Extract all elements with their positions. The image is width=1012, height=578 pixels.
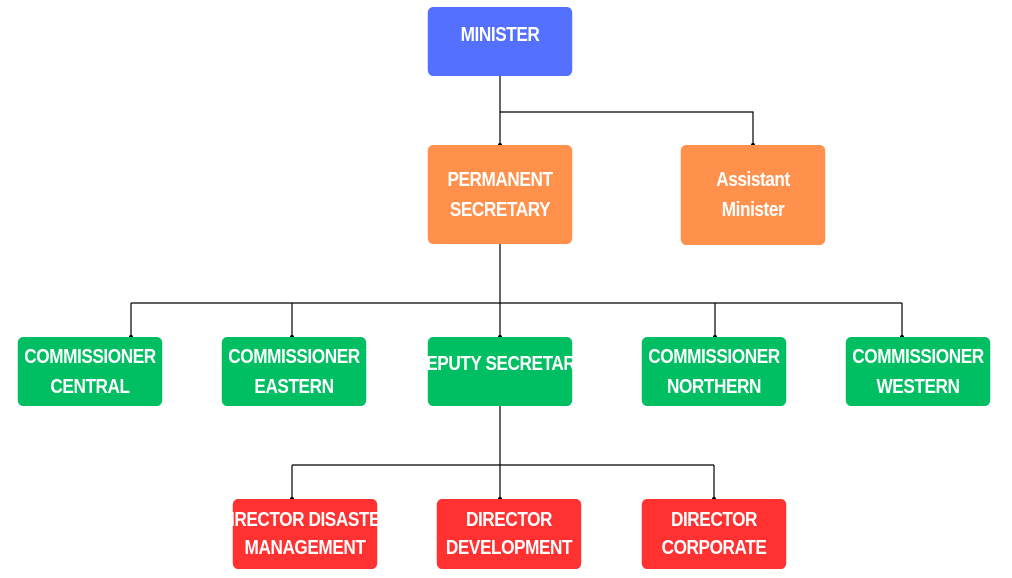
deputy-secretary-label: DEPUTY SECRETARY <box>414 353 586 375</box>
director-disaster-management-label-line-1: DIRECTOR DISASTER <box>218 509 392 531</box>
director-disaster-management-node[interactable]: DIRECTOR DISASTER MANAGEMENT <box>218 499 392 569</box>
assistant-minister-label-line-2: Minister <box>721 199 785 221</box>
director-corporate-node[interactable]: DIRECTOR CORPORATE <box>641 499 787 569</box>
commissioner-northern-node[interactable]: COMMISSIONER NORTHERN <box>641 337 787 406</box>
permanent-secretary-label-line-2: SECRETARY <box>449 198 551 221</box>
commissioner-eastern-label-line-2: EASTERN <box>254 375 334 398</box>
commissioner-central-node[interactable]: COMMISSIONER CENTRAL <box>17 337 163 406</box>
director-development-label-line-1: DIRECTOR <box>465 509 553 531</box>
commissioner-western-node[interactable]: COMMISSIONER WESTERN <box>845 337 991 406</box>
permanent-secretary-node[interactable]: PERMANENT SECRETARY <box>427 145 573 244</box>
director-development-label-line-2: DEVELOPMENT <box>445 537 573 559</box>
connector-minister-to-assistant-minister <box>500 111 754 145</box>
commissioner-eastern-label-line-1: COMMISSIONER <box>228 345 360 368</box>
commissioner-central-label-line-1: COMMISSIONER <box>24 345 156 368</box>
director-corporate-label-line-2: CORPORATE <box>661 537 767 559</box>
commissioner-northern-label-line-1: COMMISSIONER <box>648 345 780 368</box>
commissioner-western-label-line-1: COMMISSIONER <box>852 345 984 368</box>
permanent-secretary-label-line-1: PERMANENT <box>447 168 553 191</box>
deputy-secretary-node[interactable]: DEPUTY SECRETARY <box>414 337 586 406</box>
minister-label: MINISTER <box>460 24 540 46</box>
director-disaster-management-label-line-2: MANAGEMENT <box>244 537 366 559</box>
assistant-minister-label-line-1: Assistant <box>716 169 790 191</box>
commissioner-central-label-line-2: CENTRAL <box>50 375 130 398</box>
commissioner-northern-label-line-2: NORTHERN <box>666 375 762 398</box>
minister-node[interactable]: MINISTER <box>427 7 573 76</box>
director-corporate-label-line-1: DIRECTOR <box>670 509 758 531</box>
assistant-minister-node[interactable]: Assistant Minister <box>680 145 826 245</box>
commissioner-eastern-node[interactable]: COMMISSIONER EASTERN <box>221 337 367 406</box>
director-development-node[interactable]: DIRECTOR DEVELOPMENT <box>436 499 582 569</box>
commissioner-western-label-line-2: WESTERN <box>876 375 960 398</box>
